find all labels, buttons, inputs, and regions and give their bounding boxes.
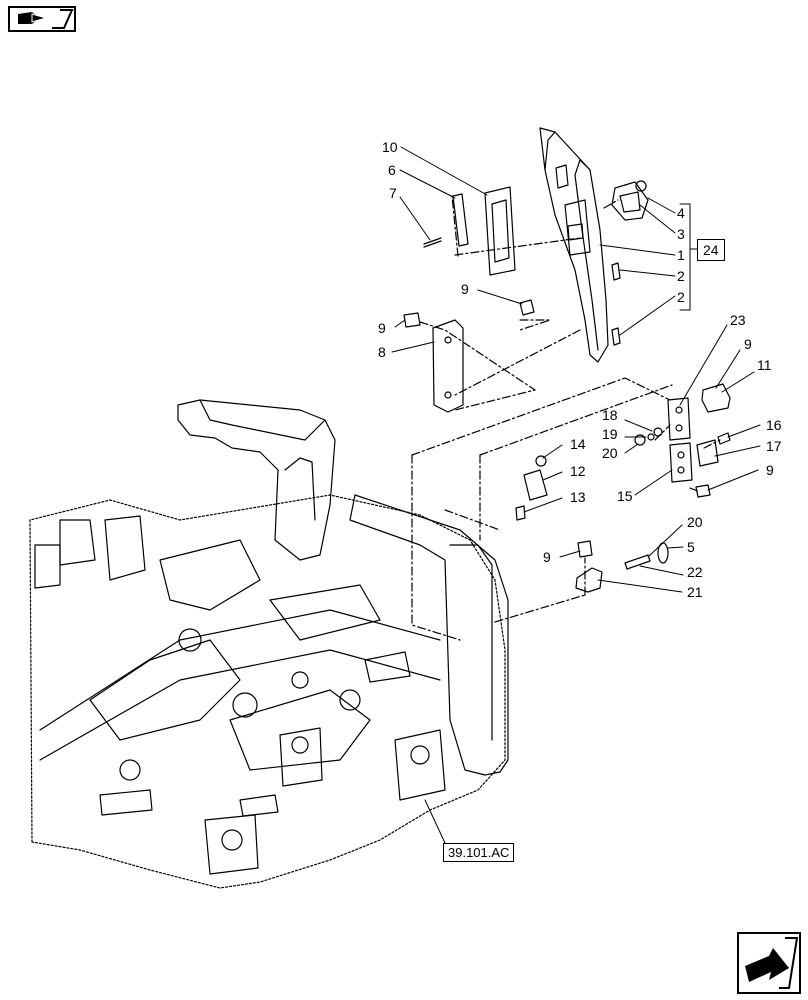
callout-9: 9 (378, 320, 386, 336)
pin-part-7 (423, 237, 442, 248)
callout-2: 2 (677, 289, 685, 305)
leader-lines (391, 146, 761, 844)
callout-9: 9 (766, 462, 774, 478)
callout-5: 5 (687, 539, 695, 555)
latch-assembly (611, 180, 649, 221)
bracket-part-17 (696, 439, 719, 467)
callout-22: 22 (687, 564, 703, 580)
callout-12: 12 (570, 463, 586, 479)
strip-part-6 (452, 193, 469, 247)
callout-7: 7 (389, 185, 397, 201)
pad-part-2a (611, 262, 621, 281)
callout-14: 14 (570, 436, 586, 452)
callout-23: 23 (730, 312, 746, 328)
bracket-part-8 (432, 319, 464, 413)
callout-10: 10 (382, 139, 398, 155)
clip-part-12 (523, 469, 548, 501)
block-part-11 (701, 383, 731, 413)
callout-20: 20 (602, 445, 618, 461)
striker-plate-15 (669, 442, 693, 483)
callout-13: 13 (570, 489, 586, 505)
callout-9: 9 (744, 336, 752, 352)
pad-part-2b (611, 327, 621, 346)
striker-plate-23 (667, 397, 691, 441)
connection-lines (411, 195, 721, 641)
assembly-reference-box[interactable]: 24 (697, 239, 725, 261)
callout-4: 4 (677, 205, 685, 221)
hinge-bracket-21 (575, 567, 603, 593)
callout-19: 19 (602, 426, 618, 442)
side-panel-part-1 (539, 127, 609, 363)
exit-arrow-icon (745, 937, 799, 989)
callout-17: 17 (766, 438, 782, 454)
callout-11: 11 (757, 357, 772, 373)
section-reference-link[interactable]: 39.101.AC (443, 843, 515, 862)
callout-9: 9 (543, 549, 551, 565)
book-arrow-icon (18, 9, 74, 29)
chassis-frame (29, 399, 509, 889)
callout-18: 18 (602, 407, 618, 423)
callout-9: 9 (461, 281, 469, 297)
nav-exit-button[interactable] (737, 932, 801, 994)
callout-20: 20 (687, 514, 703, 530)
callout-16: 16 (766, 417, 782, 433)
callout-3: 3 (677, 226, 685, 242)
nav-back-button[interactable] (8, 6, 76, 32)
callout-6: 6 (388, 162, 396, 178)
seal-frame-part-10 (484, 186, 516, 276)
callout-1: 1 (677, 247, 685, 263)
callout-21: 21 (687, 584, 703, 600)
callout-8: 8 (378, 344, 386, 360)
callout-2: 2 (677, 268, 685, 284)
callout-15: 15 (617, 488, 633, 504)
